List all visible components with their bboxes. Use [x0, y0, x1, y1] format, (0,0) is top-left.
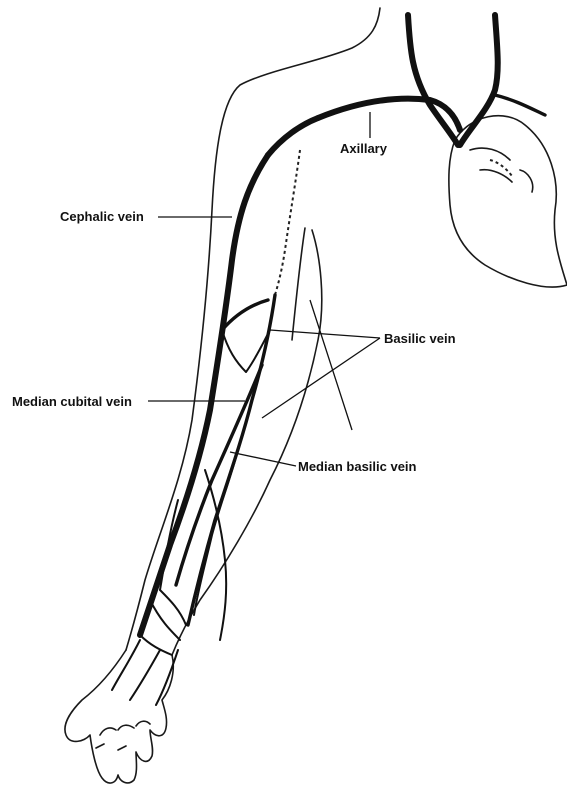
finger-creases	[96, 721, 150, 750]
axilla-line	[292, 228, 305, 340]
label-cephalic-vein: Cephalic vein	[60, 209, 144, 224]
heart-outline	[449, 116, 567, 287]
leader-basilic-3	[310, 300, 352, 430]
labels: Axillary Cephalic vein Basilic vein Medi…	[12, 141, 456, 474]
hand-dorsal-network	[112, 640, 178, 705]
basilic-vein-deep-path	[275, 150, 300, 295]
leader-median-basilic	[230, 452, 296, 466]
brachiocephalic-vein	[495, 95, 545, 115]
jugular-vein-left	[408, 15, 458, 145]
heart-vessel-detail	[470, 148, 533, 192]
great-vessels	[318, 15, 545, 145]
median-basilic-vein-path	[176, 365, 262, 585]
label-axillary: Axillary	[340, 141, 388, 156]
axillary-vein-path	[268, 118, 318, 155]
hand-outline	[65, 650, 173, 783]
leader-basilic-1	[270, 330, 380, 338]
leader-basilic-2	[262, 338, 380, 418]
arm-veins	[112, 118, 318, 705]
heart	[449, 116, 567, 287]
label-median-basilic-vein: Median basilic vein	[298, 459, 417, 474]
label-basilic-vein: Basilic vein	[384, 331, 456, 346]
jugular-vein-right	[460, 15, 498, 145]
label-median-cubital-vein: Median cubital vein	[12, 394, 132, 409]
